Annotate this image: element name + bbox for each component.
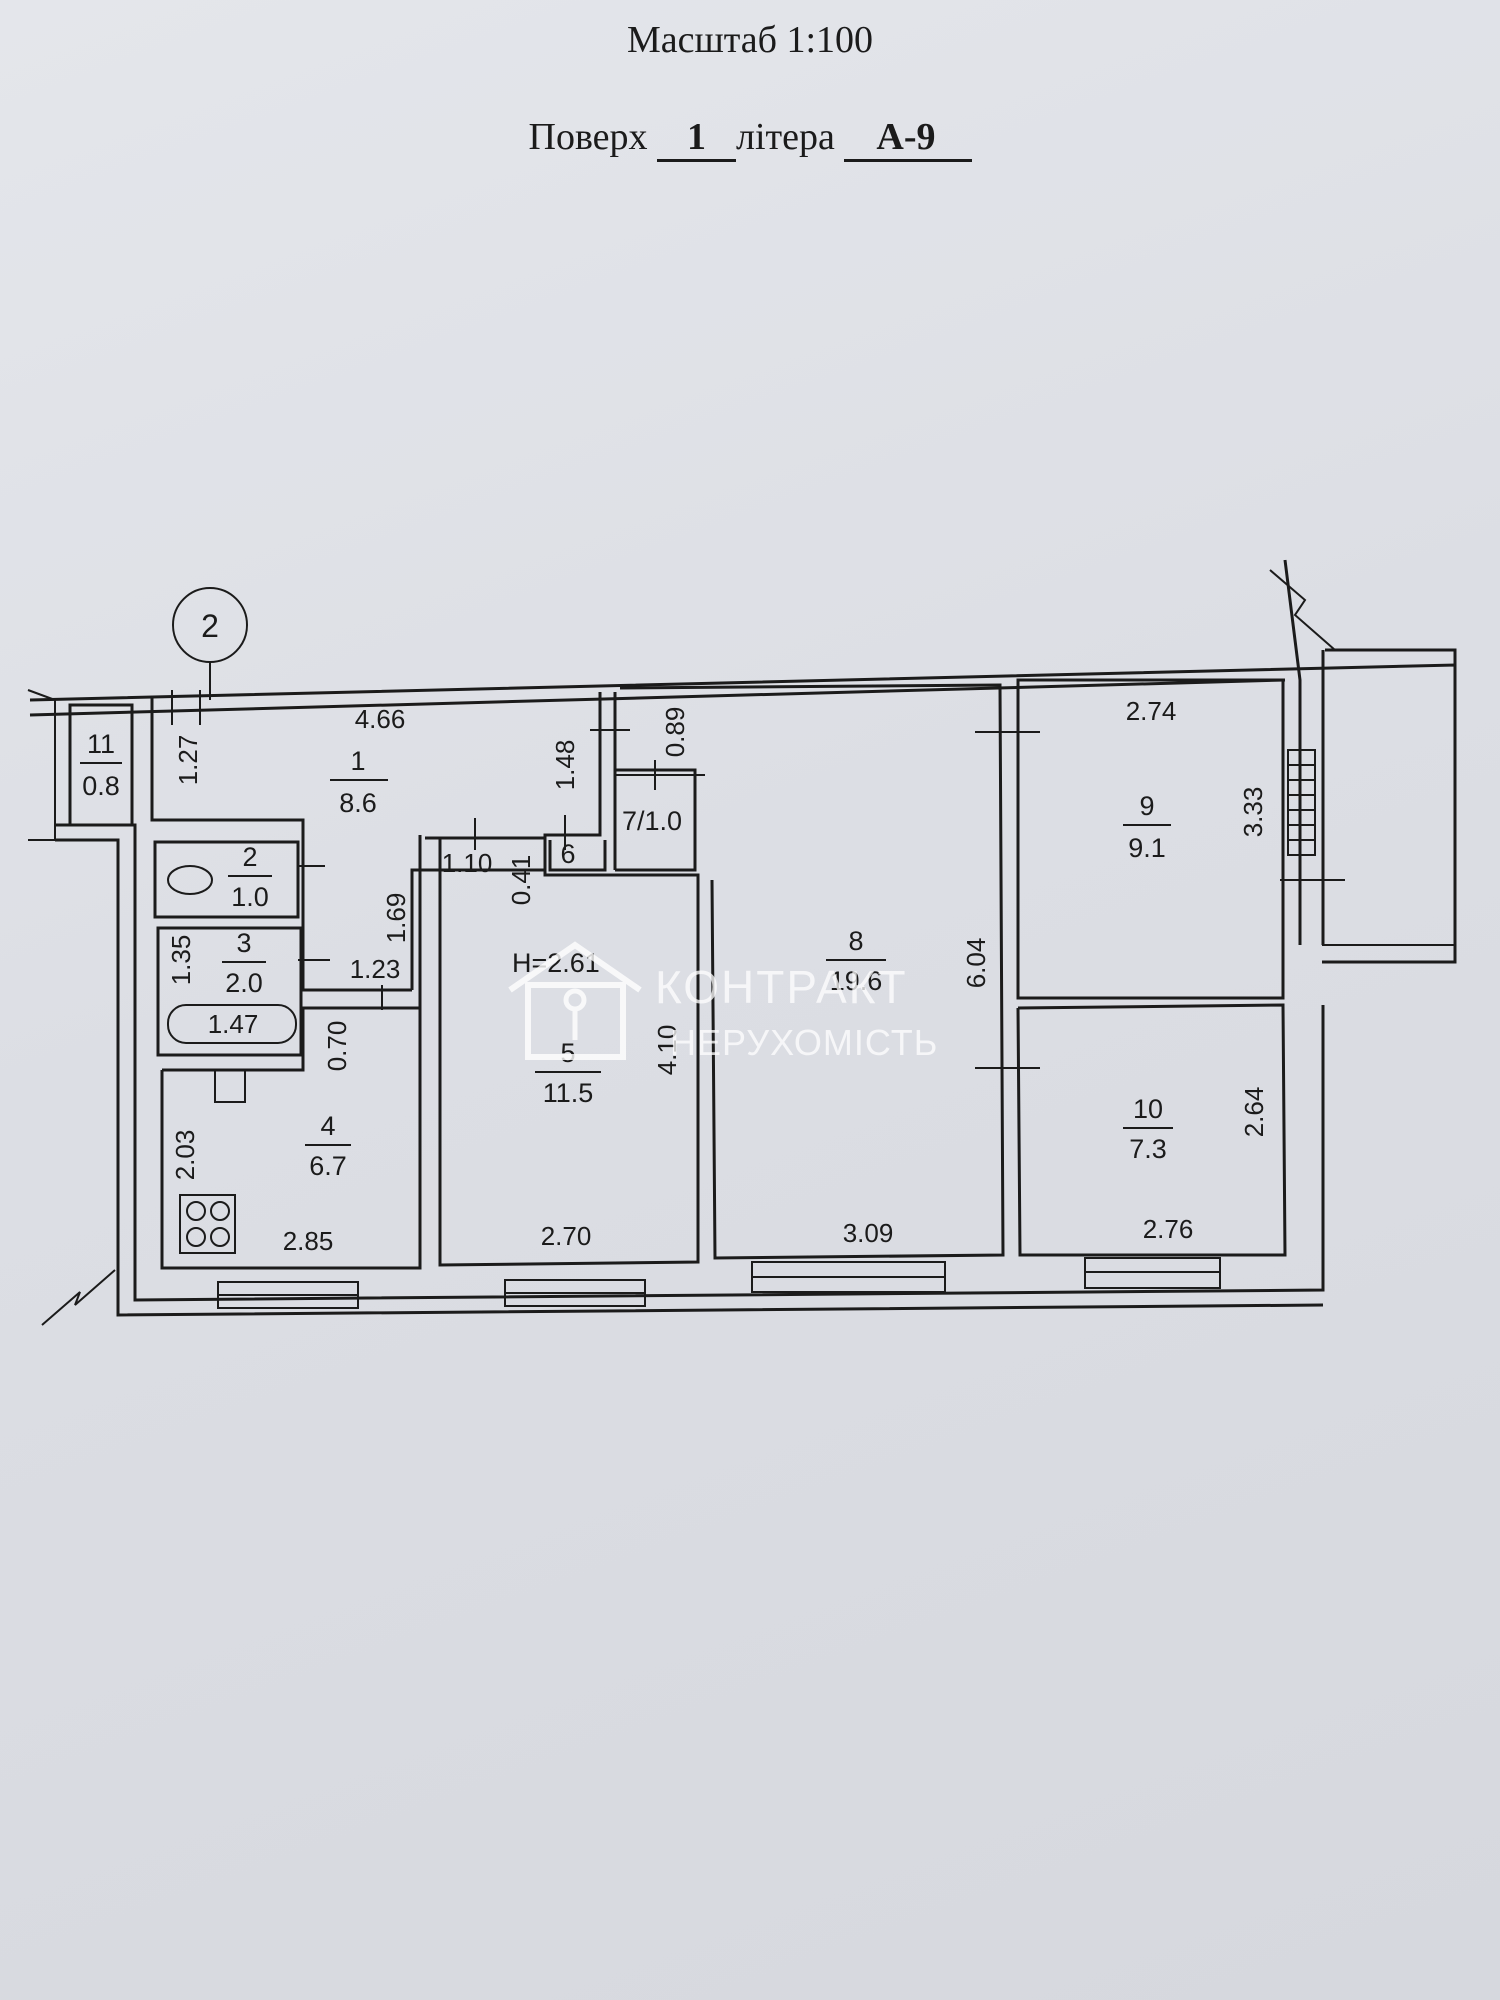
room-11-number: 11 bbox=[87, 729, 115, 759]
stove-icon bbox=[179, 1194, 236, 1254]
dim-2-70: 2.70 bbox=[541, 1221, 592, 1251]
room-2-area: 1.0 bbox=[231, 882, 269, 912]
room-10-number: 10 bbox=[1133, 1094, 1163, 1124]
dim-3-33: 3.33 bbox=[1238, 787, 1268, 838]
stair-icon bbox=[1287, 749, 1316, 856]
windows bbox=[217, 1257, 1221, 1309]
dim-4-66: 4.66 bbox=[355, 704, 406, 734]
watermark-line2: НЕРУХОМІСТЬ bbox=[670, 1022, 938, 1063]
floor-label: Поверх bbox=[528, 116, 648, 158]
room-6-number: 6 bbox=[560, 839, 575, 869]
dim-4-10: 4.10 bbox=[652, 1025, 682, 1076]
door-marks bbox=[171, 690, 1345, 1069]
room-11-walls bbox=[68, 703, 134, 827]
bathtub-icon bbox=[167, 1004, 297, 1044]
dim-2-76: 2.76 bbox=[1143, 1214, 1194, 1244]
room-4-number: 4 bbox=[320, 1111, 335, 1141]
room-9-walls bbox=[1016, 678, 1285, 1000]
dim-1-10: 1.10 bbox=[442, 848, 493, 878]
room-8-area: 19.6 bbox=[830, 966, 883, 996]
axis-marker-label: 2 bbox=[201, 608, 219, 644]
room-5-area: 11.5 bbox=[543, 1078, 594, 1108]
room-4-area: 6.7 bbox=[309, 1151, 347, 1181]
room-labels: 11 0.8 1 8.6 2 1.0 3 2.0 4 6.7 5 11.5 6 … bbox=[80, 729, 1173, 1181]
dim-1-35: 1.35 bbox=[166, 935, 196, 986]
room-9-area: 9.1 bbox=[1128, 833, 1166, 863]
sink-icon bbox=[214, 1069, 246, 1103]
floor-value: 1 bbox=[657, 116, 737, 162]
toilet-icon bbox=[167, 865, 213, 895]
room-3-number: 3 bbox=[236, 928, 251, 958]
dim-1-23: 1.23 bbox=[350, 954, 401, 984]
room-3-area: 2.0 bbox=[225, 968, 263, 998]
watermark-house-icon bbox=[508, 941, 642, 1060]
room-7-number: 7/1.0 bbox=[622, 806, 682, 836]
dim-2-64: 2.64 bbox=[1239, 1087, 1269, 1138]
dim-1-47: 1.47 bbox=[208, 1009, 259, 1039]
room-1-number: 1 bbox=[350, 746, 365, 776]
room-5-number: 5 bbox=[560, 1038, 575, 1068]
dim-1-48: 1.48 bbox=[550, 740, 580, 791]
room-3-walls bbox=[156, 926, 303, 1057]
scale-title: Масштаб 1:100 bbox=[626, 19, 874, 61]
room-walls bbox=[68, 678, 1345, 1309]
room-8-number: 8 bbox=[848, 926, 863, 956]
axis-marker: 2 bbox=[172, 587, 248, 700]
dim-0-41: 0.41 bbox=[506, 855, 536, 906]
dim-6-04: 6.04 bbox=[961, 938, 991, 989]
room-1-area: 8.6 bbox=[339, 788, 377, 818]
dim-1-27: 1.27 bbox=[173, 735, 203, 786]
room-10-area: 7.3 bbox=[1129, 1134, 1167, 1164]
room-11-area: 0.8 bbox=[82, 771, 120, 801]
dim-2-74: 2.74 bbox=[1126, 696, 1177, 726]
letter-label: літера bbox=[736, 116, 835, 158]
dim-2-03: 2.03 bbox=[170, 1130, 200, 1181]
outer-walls bbox=[27, 559, 1457, 1326]
dim-0-89: 0.89 bbox=[660, 707, 690, 758]
watermark: КОНТРАКТ НЕРУХОМІСТЬ bbox=[508, 941, 938, 1063]
room-2-walls bbox=[153, 840, 300, 919]
dim-2-85: 2.85 bbox=[283, 1226, 334, 1256]
letter-value: А-9 bbox=[844, 116, 972, 162]
dim-3-09: 3.09 bbox=[843, 1218, 894, 1248]
dim-0-70: 0.70 bbox=[322, 1021, 352, 1072]
watermark-line1: КОНТРАКТ bbox=[655, 961, 908, 1013]
room-9-number: 9 bbox=[1139, 791, 1154, 821]
dim-1-69: 1.69 bbox=[381, 893, 411, 944]
room-2-number: 2 bbox=[242, 842, 257, 872]
dimension-labels: 4.66 1.27 1.48 0.89 1.10 0.41 1.69 1.35 … bbox=[166, 696, 1269, 1256]
